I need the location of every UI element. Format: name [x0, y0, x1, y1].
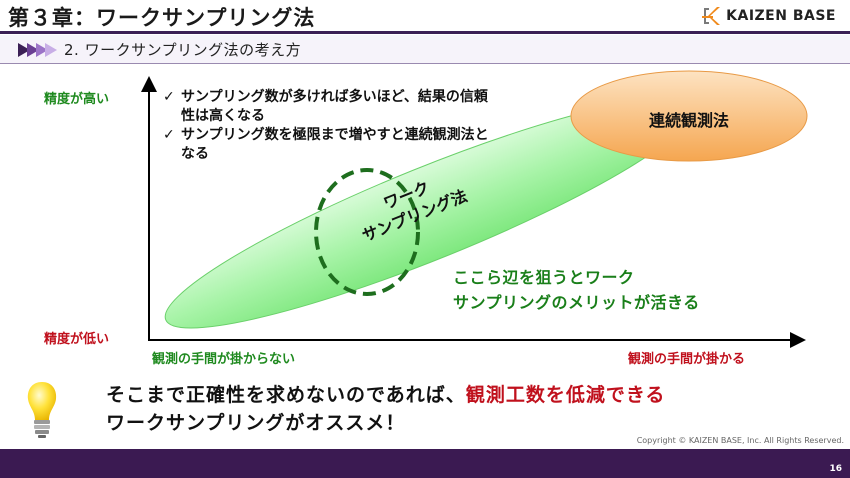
copyright-text: Copyright © KAIZEN BASE, Inc. All Rights…: [636, 436, 844, 445]
header-divider: [0, 31, 850, 34]
checkmark-icon: ✓: [163, 89, 175, 105]
bullet-item: ✓ サンプリング数を極限まで増やすと連続観測法となる: [163, 126, 493, 164]
callout-line2: サンプリングのメリットが活きる: [453, 293, 700, 312]
bullet-text: サンプリング数が多ければ多いほど、結果の信頼性は高くなる: [181, 89, 488, 124]
x-axis-high-label: 観測の手間が掛かる: [628, 352, 746, 367]
section-title: 2. ワークサンプリング法の考え方: [64, 41, 302, 59]
slide-header: 第３章：ワークサンプリング法 KAIZEN BASE: [0, 0, 850, 34]
x-axis-low-label: 観測の手間が掛からない: [152, 352, 296, 367]
recommendation-message: そこまで正確性を求めないのであれば、観測工数を低減できる ワークサンプリングがオ…: [106, 381, 665, 437]
message-line2: ワークサンプリングがオススメ！: [106, 412, 406, 434]
callout-line1: ここら辺を狙うとワーク: [453, 268, 635, 287]
message-line1-highlight: 観測工数を低減できる: [465, 384, 666, 406]
continuous-observation-ellipse: [570, 70, 808, 162]
chapter-title: 第３章：ワークサンプリング法: [8, 6, 316, 30]
bullet-text: サンプリング数を極限まで増やすと連続観測法となる: [181, 127, 489, 162]
page-number: 16: [829, 464, 842, 474]
bullet-list: ✓ サンプリング数が多ければ多いほど、結果の信頼性は高くなる ✓ サンプリング数…: [163, 88, 493, 164]
triple-chevron-right-icon: [18, 43, 60, 57]
slide-footer: 16: [0, 449, 850, 478]
bullet-item: ✓ サンプリング数が多ければ多いほど、結果の信頼性は高くなる: [163, 88, 493, 126]
message-line1-normal: そこまで正確性を求めないのであれば、: [106, 384, 466, 406]
checkmark-icon: ✓: [163, 127, 175, 143]
sweet-spot-callout: ここら辺を狙うとワーク サンプリングのメリットが活きる: [453, 265, 700, 315]
section-bar: 2. ワークサンプリング法の考え方: [0, 35, 850, 64]
sweet-spot-dashed-circle: [314, 168, 420, 296]
lightbulb-icon: [27, 382, 57, 438]
kaizen-base-logo-icon: [702, 7, 721, 25]
y-axis-high-label: 精度が高い: [44, 92, 110, 107]
continuous-observation-label: 連続観測法: [648, 111, 729, 130]
logo-text: KAIZEN BASE: [726, 8, 836, 24]
accuracy-vs-effort-diagram: 精度が高い 精度が低い 観測の手間が掛からない 観測の手間が掛かる ✓ サンプリ…: [0, 64, 850, 374]
company-logo: KAIZEN BASE: [700, 6, 836, 26]
diagram-graphics: [141, 70, 808, 348]
y-axis-low-label: 精度が低い: [44, 332, 110, 347]
